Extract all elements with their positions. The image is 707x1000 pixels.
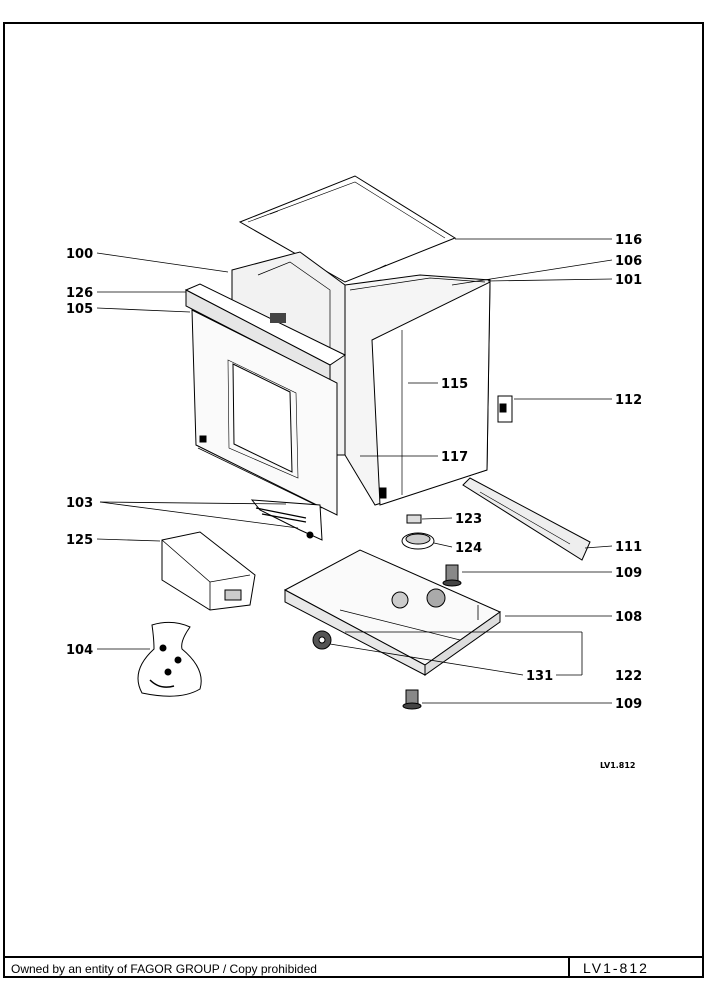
part-door-panel — [191, 309, 338, 516]
part-hinge-springs — [250, 499, 323, 541]
callout-122: 122 — [615, 669, 642, 684]
part-foot-lower — [402, 689, 422, 710]
callout-126: 126 — [66, 286, 93, 301]
callout-111: 111 — [615, 540, 642, 555]
part-door-top-strip — [184, 283, 347, 381]
callout-123: 123 — [455, 512, 482, 527]
callout-109-lower: 109 — [615, 697, 642, 712]
part-foot-upper — [442, 564, 462, 587]
part-screw-bag — [137, 621, 202, 697]
callout-131: 131 — [526, 669, 553, 684]
part-base-tray — [283, 549, 502, 676]
title-block-divider — [568, 958, 570, 978]
callout-112: 112 — [615, 393, 642, 408]
drawing-code: LV1-812 — [583, 960, 649, 976]
part-wheel — [312, 630, 332, 650]
drawing-sheet-border — [3, 22, 704, 978]
leader-lines — [96, 238, 613, 704]
callout-115: 115 — [441, 377, 468, 392]
callout-116: 116 — [615, 233, 642, 248]
callout-125: 125 — [66, 533, 93, 548]
part-bracket — [497, 395, 513, 423]
part-control-module — [161, 531, 256, 611]
drawing-reference-label: LV1.812 — [600, 761, 636, 770]
callout-103: 103 — [66, 496, 93, 511]
callout-101: 101 — [615, 273, 642, 288]
title-block: Owned by an entity of FAGOR GROUP / Copy… — [3, 956, 704, 978]
callout-108: 108 — [615, 610, 642, 625]
callout-104: 104 — [66, 643, 93, 658]
callout-100: 100 — [66, 247, 93, 262]
callout-106: 106 — [615, 254, 642, 269]
part-kick-plate — [462, 477, 591, 561]
part-side-panel — [344, 274, 491, 506]
callout-109-upper: 109 — [615, 566, 642, 581]
ownership-note: Owned by an entity of FAGOR GROUP / Copy… — [11, 962, 317, 976]
callout-124: 124 — [455, 541, 482, 556]
callout-105: 105 — [66, 302, 93, 317]
part-small-clip-and-cap — [401, 514, 435, 550]
callout-117: 117 — [441, 450, 468, 465]
